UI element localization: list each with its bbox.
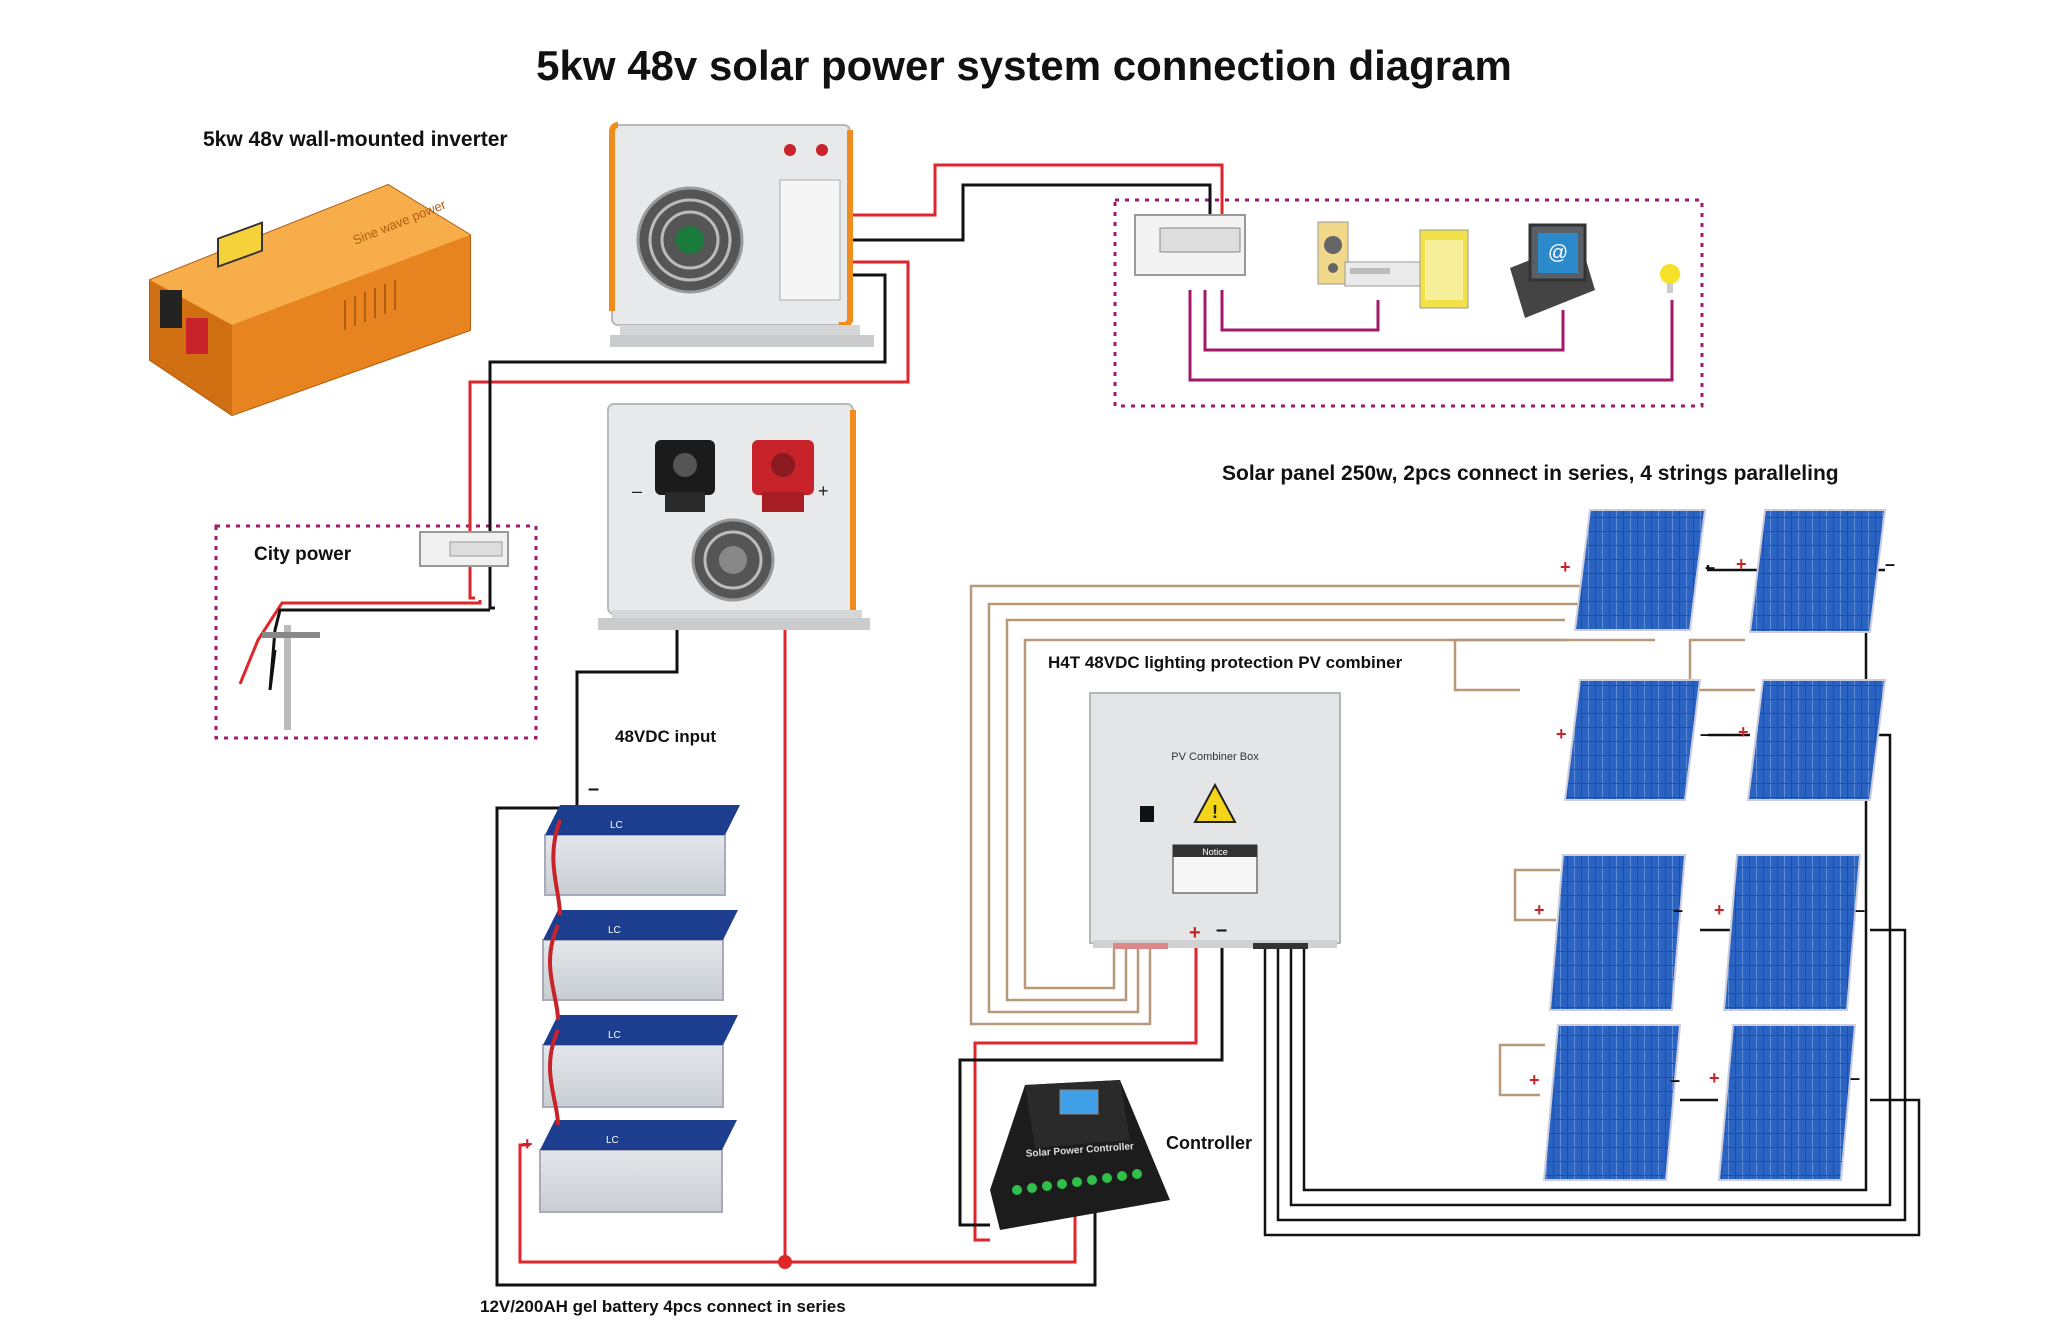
solar-panel — [1717, 1024, 1857, 1181]
city-power-caption: City power — [254, 544, 352, 565]
solar-panel — [1746, 679, 1887, 801]
battery: LC — [542, 910, 738, 1001]
svg-text:+: + — [1560, 557, 1571, 577]
svg-text:–: – — [1670, 1070, 1680, 1090]
svg-text:+: + — [1736, 554, 1747, 574]
svg-text:–: – — [1850, 1068, 1860, 1088]
combiner-caption: H4T 48VDC lighting protection PV combine… — [1048, 653, 1403, 672]
utility-pole-icon — [262, 625, 320, 730]
dvd-player-icon — [1344, 261, 1421, 287]
svg-text:+: + — [1709, 1068, 1720, 1088]
city-power-breaker — [419, 531, 509, 567]
solar-panel — [1563, 679, 1702, 801]
controller-caption: Controller — [1166, 1133, 1253, 1153]
svg-text:–: – — [1885, 554, 1895, 574]
svg-text:+: + — [1714, 900, 1725, 920]
wire-junction — [778, 1255, 792, 1269]
svg-text:–: – — [1880, 724, 1890, 744]
dc-minus-symbol: – — [632, 481, 642, 501]
svg-text:@: @ — [1548, 242, 1568, 264]
solar-panel — [1748, 509, 1887, 633]
svg-text:Notice: Notice — [1202, 847, 1228, 857]
battery-bank: LC LC LC LC – + — [522, 778, 740, 1213]
dc-input-caption: 48VDC input — [615, 727, 717, 746]
svg-text:–: – — [1673, 900, 1683, 920]
appliance-box-icon — [1419, 229, 1469, 309]
computer-monitor-icon: @ — [1510, 223, 1595, 318]
battery-minus-symbol: – — [588, 778, 599, 800]
solar-panel-caption: Solar panel 250w, 2pcs connect in series… — [1222, 462, 1839, 485]
diagram-title: 5kw 48v solar power system connection di… — [536, 42, 1512, 89]
solar-panel — [1722, 854, 1862, 1011]
combiner-box-caption: PV Combiner Box — [1171, 751, 1259, 763]
ac-load-panel — [1134, 214, 1246, 276]
inverter-caption: 5kw 48v wall-mounted inverter — [203, 128, 508, 151]
ac-wiring — [238, 163, 1224, 691]
inverter-label-plate — [779, 179, 841, 301]
pv-positive-wiring — [1498, 868, 1560, 1097]
controller-display — [1059, 1089, 1099, 1115]
inverter-vent — [344, 280, 396, 330]
inverter-terminal-black — [160, 290, 182, 328]
warning-triangle-icon — [1193, 782, 1237, 823]
svg-text:LC: LC — [610, 820, 623, 831]
svg-text:–: – — [1700, 724, 1710, 744]
svg-text:+: + — [1529, 1070, 1540, 1090]
svg-text:+: + — [1738, 722, 1749, 742]
load-wiring — [1188, 290, 1674, 382]
orange-inverter: Sine wave power — [149, 183, 471, 417]
svg-text:+: + — [1556, 724, 1567, 744]
breaker-button-right — [816, 144, 828, 156]
svg-text:+: + — [1534, 900, 1545, 920]
load-group-border — [1113, 198, 1704, 408]
inverter-terminal-red — [186, 318, 208, 354]
svg-text:LC: LC — [608, 925, 621, 936]
battery: LC — [539, 1120, 737, 1213]
inverter-dc-panel: – + — [598, 403, 870, 630]
battery-caption: 12V/200AH gel battery 4pcs connect in se… — [480, 1297, 846, 1316]
pv-combiner-box: PV Combiner Box ! Notice + – — [1089, 692, 1341, 949]
inverter-display — [217, 221, 263, 269]
breaker-button-left — [784, 144, 796, 156]
combiner-window — [1140, 806, 1154, 822]
solar-controller: Solar Power Controller — [990, 1080, 1170, 1230]
solar-panel-array — [1542, 509, 1887, 1181]
speaker-icon — [1317, 221, 1349, 285]
panel-polarity-marks: + – + – + – + – + – + – + – + – — [1529, 554, 1895, 1090]
combiner-minus-symbol: – — [1216, 919, 1227, 941]
inverter-ac-panel — [609, 122, 874, 347]
light-bulb-icon — [1660, 264, 1680, 293]
svg-text:–: – — [1705, 557, 1715, 577]
svg-text:!: ! — [1212, 802, 1218, 822]
combiner-plus-symbol: + — [1189, 922, 1201, 944]
controller-terminals — [1012, 1169, 1142, 1195]
svg-text:LC: LC — [606, 1135, 619, 1146]
solar-panel — [1542, 1024, 1682, 1181]
pv-wiring — [969, 584, 1755, 1026]
svg-text:–: – — [1855, 900, 1865, 920]
battery: LC — [542, 1015, 738, 1108]
solar-panel — [1548, 854, 1687, 1011]
battery-plus-symbol: + — [522, 1134, 533, 1154]
solar-panel — [1573, 509, 1707, 631]
battery: LC — [544, 805, 740, 896]
city-power-group-border — [214, 524, 538, 740]
svg-text:LC: LC — [608, 1030, 621, 1041]
dc-plus-symbol: + — [818, 481, 829, 501]
battery-series-links — [548, 819, 562, 1126]
